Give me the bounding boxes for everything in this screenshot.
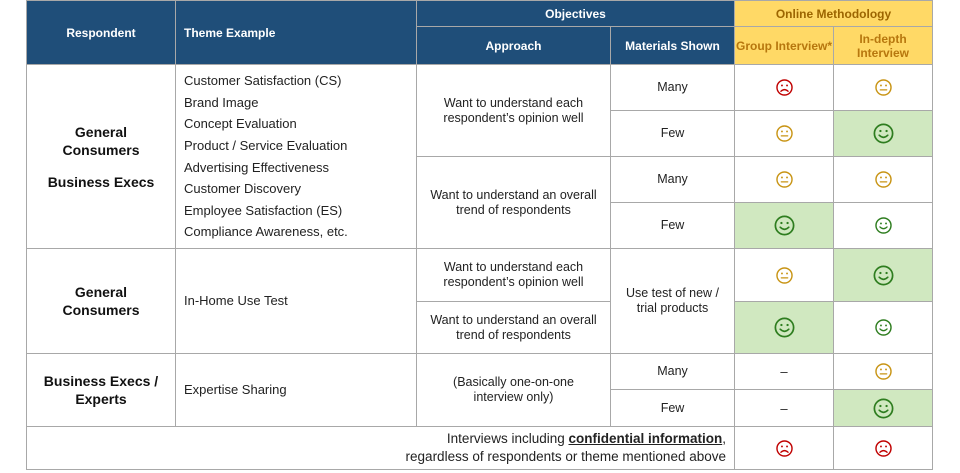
neutral-face-icon — [874, 170, 893, 189]
approach-one-on-one: (Basically one-on-one interview only) — [416, 353, 611, 427]
header-respondent: Respondent — [26, 0, 176, 65]
group-interview-rating — [734, 110, 834, 157]
respondent-business-execs: Business Execs — [47, 173, 155, 190]
table-row: General Consumers In-Home Use Test Want … — [26, 248, 933, 354]
materials-few: Few — [610, 202, 735, 249]
materials-use-test: Use test of new / trial products — [610, 248, 735, 354]
approach-opinion: Want to understand each respondent’s opi… — [416, 248, 611, 302]
table-row: Want to understand an overall trend of r… — [27, 301, 933, 354]
header-in-depth-interview: In-depth Interview — [833, 26, 933, 65]
confidential-note: Interviews including confidential inform… — [26, 426, 735, 470]
neutral-face-icon — [874, 362, 893, 381]
frowning-face-icon — [775, 439, 794, 458]
header-group-interview: Group Interview* — [734, 26, 834, 65]
group-interview-not-applicable: – — [734, 353, 834, 390]
frowning-face-icon — [775, 78, 794, 97]
theme-item: Brand Image — [184, 94, 259, 110]
respondent-general-consumers: General Consumers — [62, 123, 140, 158]
in-depth-interview-rating — [833, 248, 933, 302]
methodology-table-container: Respondent Theme Example Objectives Onli… — [26, 0, 933, 470]
in-depth-interview-rating — [833, 426, 933, 470]
approach-opinion: Want to understand each respondent’s opi… — [416, 64, 611, 157]
table-row: Few — [27, 110, 933, 157]
respondent-business-execs-experts: Business Execs / Experts — [26, 353, 176, 427]
materials-few: Few — [610, 110, 735, 157]
smiley-face-icon — [773, 316, 796, 339]
theme-in-home-use-test: In-Home Use Test — [175, 248, 417, 354]
table-row: Business Execs / Experts Expertise Shari… — [26, 353, 933, 427]
smiley-face-icon — [874, 216, 893, 235]
group-interview-not-applicable: – — [734, 389, 834, 427]
group-interview-rating — [734, 202, 834, 249]
neutral-face-icon — [874, 78, 893, 97]
in-depth-interview-rating — [833, 64, 933, 111]
header-approach: Approach — [416, 26, 611, 65]
table-row: Want to understand an overall trend of r… — [27, 156, 933, 249]
theme-item: Product / Service Evaluation — [184, 137, 348, 153]
frowning-face-icon — [874, 439, 893, 458]
theme-item: Customer Discovery — [184, 181, 302, 197]
in-depth-interview-rating — [833, 156, 933, 203]
in-depth-interview-rating — [833, 202, 933, 249]
neutral-face-icon — [775, 124, 794, 143]
respondent-cell-general-business: General Consumers Business Execs — [26, 64, 176, 249]
header-theme-example: Theme Example — [175, 0, 417, 65]
in-depth-interview-rating — [833, 301, 933, 354]
theme-item: Employee Satisfaction (ES) — [184, 202, 343, 218]
materials-many: Many — [610, 64, 735, 111]
materials-many: Many — [610, 353, 735, 390]
confidential-note-line2: regardless of respondents or theme menti… — [405, 449, 726, 464]
confidential-emphasis: confidential information — [568, 431, 723, 446]
group-interview-rating — [734, 156, 834, 203]
smiley-face-icon — [874, 318, 893, 337]
neutral-face-icon — [775, 170, 794, 189]
group-interview-rating — [734, 301, 834, 354]
header-row-2: Approach Materials Shown Group Interview… — [27, 26, 933, 65]
table-row: Few — [27, 202, 933, 249]
table-row-confidential: Interviews including confidential inform… — [26, 426, 933, 470]
header-row-1: Respondent Theme Example Objectives Onli… — [26, 0, 933, 65]
neutral-face-icon — [775, 266, 794, 285]
approach-trend: Want to understand an overall trend of r… — [416, 156, 611, 249]
theme-list: Customer Satisfaction (CS) Brand Image C… — [175, 64, 417, 249]
respondent-general-consumers-2: General Consumers — [26, 248, 176, 354]
header-objectives: Objectives — [416, 0, 735, 27]
theme-item: Customer Satisfaction (CS) — [184, 73, 342, 89]
header-materials-shown: Materials Shown — [610, 26, 735, 65]
table-row: Few – — [27, 389, 933, 427]
confidential-note-line1: Interviews including confidential inform… — [446, 431, 726, 446]
materials-few: Few — [610, 389, 735, 427]
theme-item: Advertising Effectiveness — [184, 159, 329, 175]
theme-item: Compliance Awareness, etc. — [184, 224, 348, 240]
materials-many: Many — [610, 156, 735, 203]
table-row: General Consumers Business Execs Custome… — [26, 64, 933, 249]
smiley-face-icon — [872, 264, 895, 287]
smiley-face-icon — [872, 122, 895, 145]
smiley-face-icon — [872, 397, 895, 420]
approach-trend: Want to understand an overall trend of r… — [416, 301, 611, 354]
in-depth-interview-rating — [833, 353, 933, 390]
group-interview-rating — [734, 426, 834, 470]
theme-item: Concept Evaluation — [184, 116, 297, 132]
group-interview-rating — [734, 248, 834, 302]
header-online-methodology: Online Methodology — [734, 0, 933, 27]
theme-expertise-sharing: Expertise Sharing — [175, 353, 417, 427]
smiley-face-icon — [773, 214, 796, 237]
methodology-table: Respondent Theme Example Objectives Onli… — [26, 0, 933, 470]
in-depth-interview-rating — [833, 389, 933, 427]
in-depth-interview-rating — [833, 110, 933, 157]
group-interview-rating — [734, 64, 834, 111]
